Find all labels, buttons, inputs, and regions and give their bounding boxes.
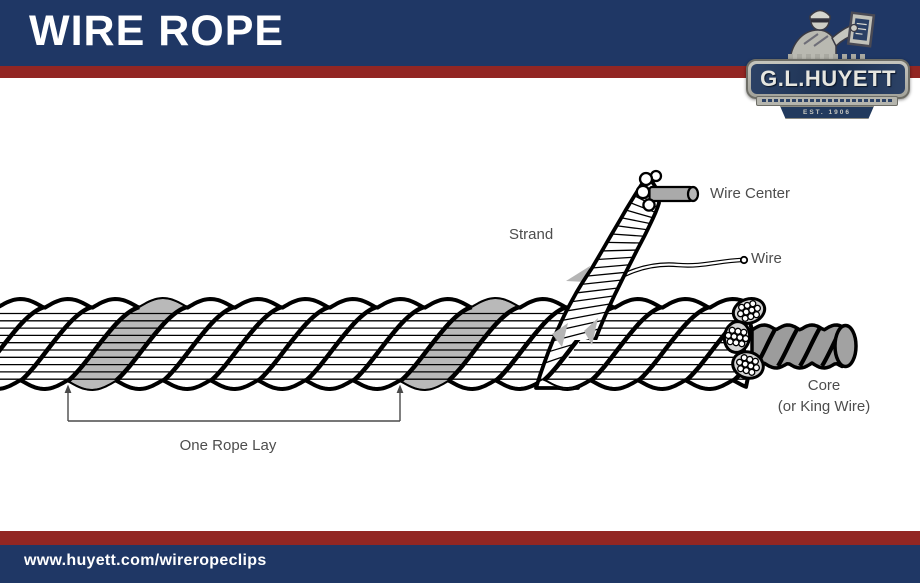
header-accent-stripe — [0, 66, 920, 78]
label-core-line2: (or King Wire) — [777, 398, 871, 415]
strand-end-bundle — [731, 297, 767, 325]
footer-accent-stripe — [0, 531, 920, 545]
label-strand: Strand — [509, 226, 554, 243]
highlighted-strand — [68, 299, 187, 389]
footer-bar — [0, 545, 920, 583]
logo-plaque-field: G.L.HUYETT — [751, 64, 905, 94]
core-end-cap — [833, 323, 858, 369]
strand-end-bundle — [731, 350, 765, 380]
logo-plaque: G.L.HUYETT — [746, 59, 910, 99]
wire-center-rod — [648, 185, 694, 203]
header-bar — [0, 0, 920, 66]
label-wire: Wire — [751, 250, 782, 267]
page-title: WIRE ROPE — [29, 7, 285, 55]
logo-established-banner: EST. 1906 — [780, 106, 874, 119]
label-core: Core (or King Wire) — [758, 375, 890, 417]
strand-tip-wire-end — [642, 198, 656, 212]
label-core-line1: Core — [807, 377, 841, 394]
brand-logo: G.L.HUYETT EST. 1906 — [744, 4, 912, 119]
logo-gear-edge — [788, 54, 866, 61]
logo-company-name: G.L.HUYETT — [760, 66, 896, 91]
rope-lay-bracket — [64, 384, 404, 422]
strand-end-bundle — [722, 320, 752, 354]
footer-url: www.huyett.com/wireropeclips — [24, 552, 267, 569]
label-wire-center: Wire Center — [710, 185, 791, 202]
machinist-figure-icon — [789, 9, 876, 61]
logo-tagline-strip — [756, 96, 898, 106]
strand-tip-wire-end — [638, 171, 654, 187]
logo-tagline-text-decoration — [762, 99, 892, 102]
wire-rope-illustration — [0, 169, 858, 422]
strand-tip-wire-end — [635, 184, 651, 200]
highlighted-strand — [400, 299, 520, 389]
label-one-rope-lay: One Rope Lay — [179, 437, 277, 454]
